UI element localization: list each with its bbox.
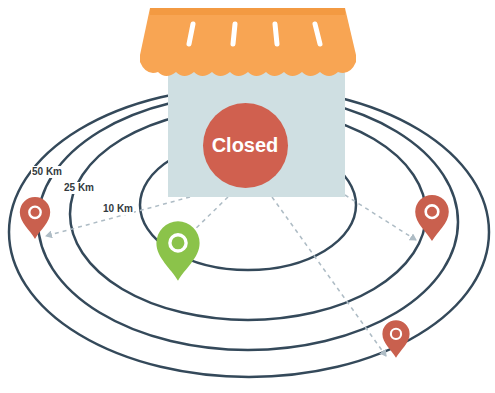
distance-label: 50 Km [31, 166, 63, 178]
distance-rings [9, 87, 489, 377]
location-pins [20, 195, 449, 358]
status-text: Closed [212, 134, 279, 157]
dashed-routes [46, 195, 416, 356]
status-circle: Closed [203, 103, 288, 188]
store-building [140, 8, 356, 197]
distance-label: 10 Km [102, 203, 134, 215]
distance-label: 25 Km [63, 182, 95, 194]
